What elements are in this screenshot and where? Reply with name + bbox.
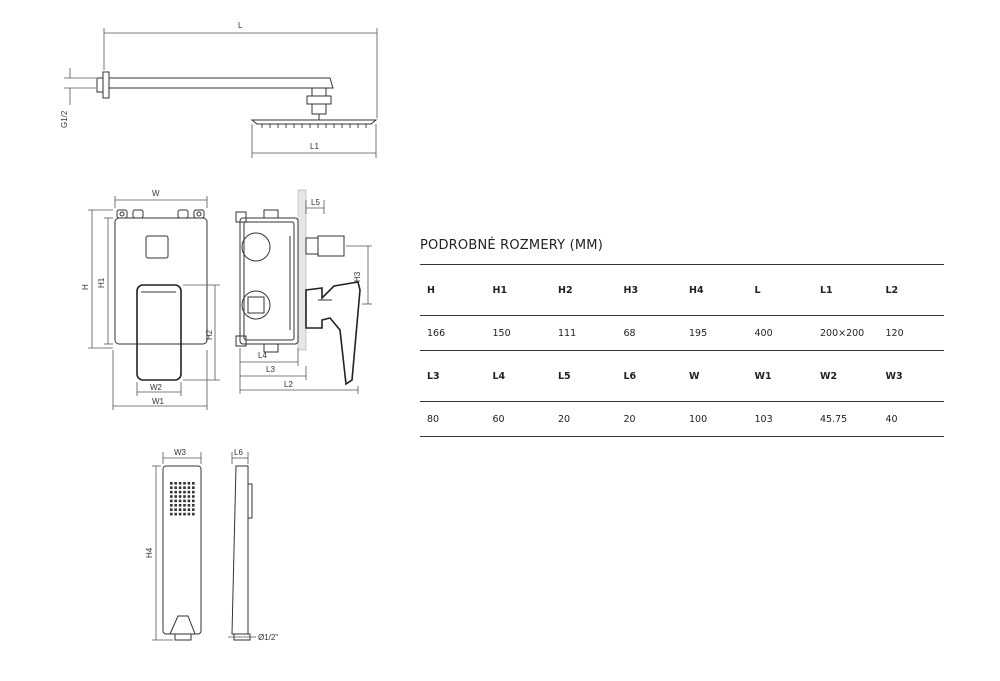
dim-W3: W3 [174,448,187,457]
dim-H1: H1 [97,277,106,288]
table-header-cell: W [682,350,748,402]
dim-W1: W1 [152,397,165,406]
table-header-cell: L3 [420,350,486,402]
table-cell: 166 [420,315,486,351]
table-cell: 150 [485,315,551,351]
dim-L4: L4 [258,351,267,360]
table-cell: 40 [878,401,944,437]
dim-L2: L2 [284,380,293,389]
table-header-cell: L2 [878,264,944,316]
table-header-cell: L6 [616,350,682,402]
table-header-cell: H4 [682,264,748,316]
table-header-cell: L4 [485,350,551,402]
table-header-cell: L [747,264,813,316]
dim-W: W [152,189,160,198]
dim-H4: H4 [145,547,154,558]
table-header-cell: L1 [813,264,879,316]
table-header-cell: W2 [813,350,879,402]
dim-H: H [81,284,90,290]
table-cell: 111 [551,315,617,351]
dim-L6: L6 [234,448,243,457]
dim-L5: L5 [311,198,320,207]
mixer-front-drawing: W H H1 H2 W2 W1 [81,189,220,410]
table-header-cell: H1 [485,264,551,316]
table-cell: 103 [747,401,813,437]
hand-shower-drawing: W3 L6 H4 Ø1/2" [145,448,278,642]
table-header-cell: H2 [551,264,617,316]
dim-L: L [238,21,243,30]
table-cell: 45.75 [813,401,879,437]
dim-L1: L1 [310,142,319,151]
dim-W2: W2 [150,383,163,392]
table-cell: 20 [616,401,682,437]
table-cell: 200×200 [813,315,879,351]
table-header-cell: W3 [878,350,944,402]
table-cell: 68 [616,315,682,351]
dim-G12: G1/2 [60,110,69,128]
mixer-side-drawing: L5 H3 L4 L3 L2 [235,189,372,394]
table-cell: 60 [485,401,551,437]
spec-table-title: PODROBNÉ ROZMERY (MM) [420,238,603,253]
table-cell: 100 [682,401,748,437]
dim-L3: L3 [266,365,275,374]
table-cell: 80 [420,401,486,437]
dim-H3: H3 [353,271,362,282]
table-cell: 195 [682,315,748,351]
table-cell: 400 [747,315,813,351]
dim-H2: H2 [205,329,214,340]
table-header-cell: L5 [551,350,617,402]
table-header-cell: W1 [747,350,813,402]
shower-arm-drawing: L L1 G1/2 [60,21,378,158]
table-cell: 20 [551,401,617,437]
table-cell: 120 [878,315,944,351]
dim-D12: Ø1/2" [258,633,278,642]
table-header-cell: H3 [616,264,682,316]
table-header-cell: H [420,264,486,316]
